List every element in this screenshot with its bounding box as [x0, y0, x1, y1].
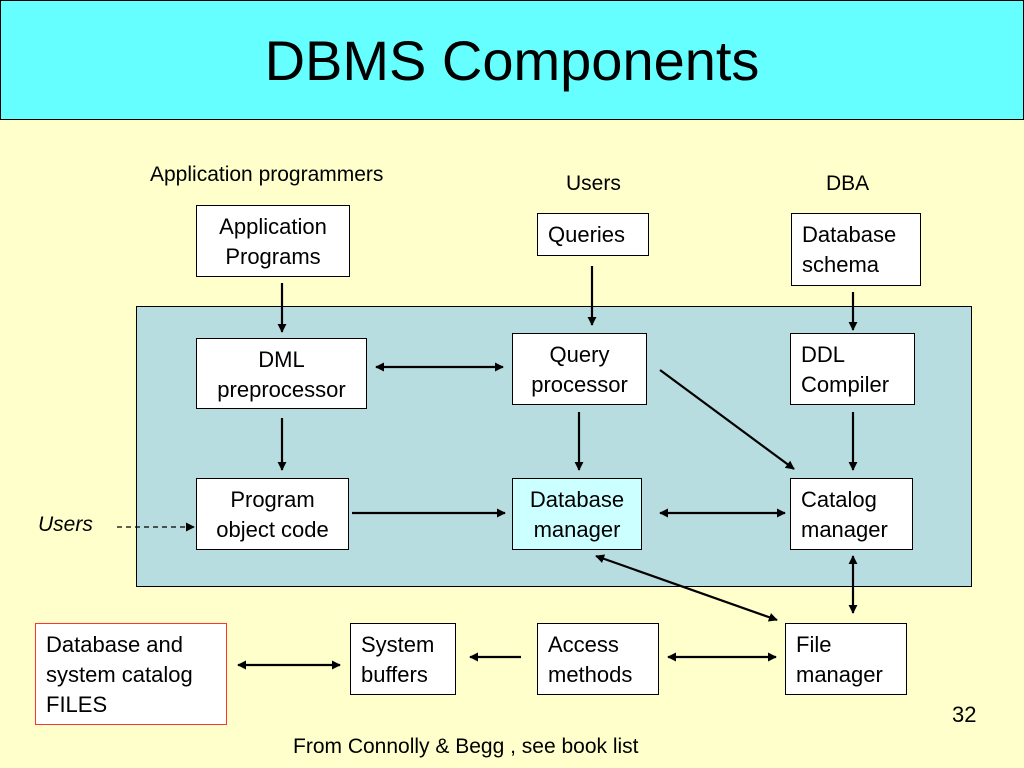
box-application-programs: Application Programs	[196, 205, 350, 277]
label-users-top: Users	[566, 172, 621, 195]
arrow-query-to-catalog	[659, 369, 795, 470]
page-number: 32	[952, 702, 977, 727]
box-system-buffers: System buffers	[350, 623, 456, 695]
title-bar: DBMS Components	[0, 0, 1024, 120]
label-dba: DBA	[826, 172, 870, 195]
box-database-manager: Database manager	[512, 478, 642, 550]
arrow-db-manager-file-manager	[595, 554, 778, 622]
box-file-manager: File manager	[785, 623, 907, 695]
box-database-schema: Database schema	[791, 213, 921, 286]
slide-title: DBMS Components	[264, 28, 760, 92]
box-catalog-manager: Catalog manager	[790, 478, 913, 550]
box-access-methods: Access methods	[537, 623, 659, 695]
box-queries: Queries	[537, 213, 649, 256]
box-program-object-code: Program object code	[196, 478, 349, 550]
box-database-files: Database and system catalog FILES	[35, 623, 227, 725]
footnote: From Connolly & Begg , see book list	[293, 735, 639, 758]
label-application-programmers: Application programmers	[150, 163, 384, 186]
box-dml-preprocessor: DML preprocessor	[196, 338, 367, 409]
label-users-left: Users	[38, 513, 93, 536]
box-query-processor: Query processor	[512, 333, 647, 405]
box-ddl-compiler: DDL Compiler	[790, 333, 915, 405]
